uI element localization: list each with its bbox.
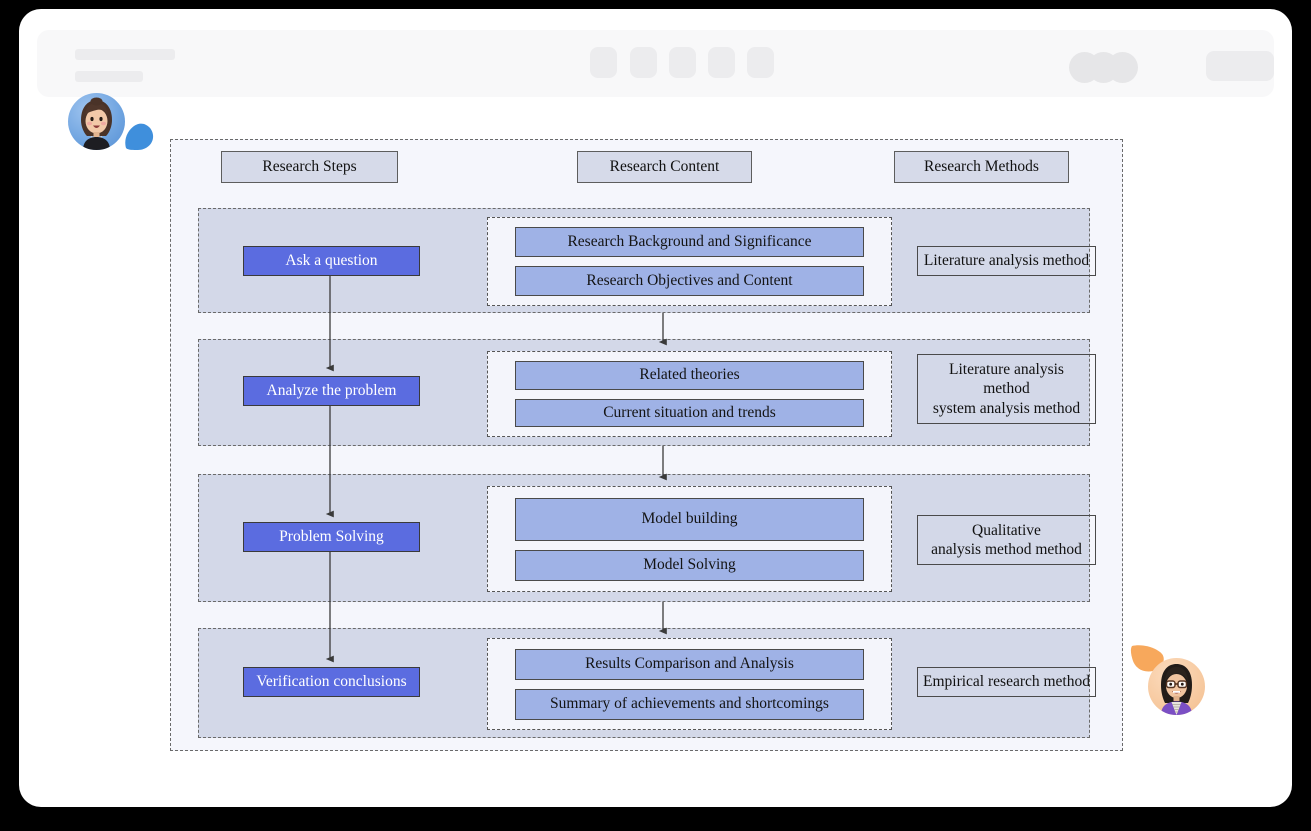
content-box-model-solving[interactable]: Model Solving bbox=[515, 549, 864, 581]
collaborator-cursor-orange bbox=[1130, 645, 1164, 672]
toolbar-tool-button-2[interactable] bbox=[630, 47, 657, 78]
content-group-2: Related theories Current situation and t… bbox=[487, 351, 892, 437]
toolbar-avatar-3[interactable] bbox=[1107, 52, 1138, 83]
method-box-literature-analysis: Literature analysis method bbox=[917, 246, 1096, 276]
method-box-empirical-research: Empirical research method bbox=[917, 667, 1096, 697]
content-group-3: Model building Model Solving bbox=[487, 486, 892, 592]
toolbar-tool-button-5[interactable] bbox=[747, 47, 774, 78]
toolbar-tool-button-1[interactable] bbox=[590, 47, 617, 78]
collaborator-avatar-1[interactable] bbox=[68, 93, 125, 150]
app-window: Research Steps Research Content Research… bbox=[19, 9, 1292, 807]
stage-row-4: Verification conclusions Results Compari… bbox=[198, 628, 1096, 738]
content-box-model-building[interactable]: Model building bbox=[515, 497, 864, 541]
collaborator-cursor-blue bbox=[125, 123, 154, 150]
step-box-verification-conclusions[interactable]: Verification conclusions bbox=[243, 667, 420, 697]
share-button[interactable] bbox=[1206, 51, 1274, 81]
toolbar-tool-button-4[interactable] bbox=[708, 47, 735, 78]
stage-row-2: Analyze the problem Related theories Cur… bbox=[198, 339, 1096, 446]
column-header-research-content: Research Content bbox=[577, 151, 752, 183]
stage-row-1: Ask a question Research Background and S… bbox=[198, 208, 1096, 313]
content-box-results-comparison[interactable]: Results Comparison and Analysis bbox=[515, 648, 864, 680]
step-box-analyze-the-problem[interactable]: Analyze the problem bbox=[243, 376, 420, 406]
column-header-research-methods: Research Methods bbox=[894, 151, 1069, 183]
content-box-summary-achievements[interactable]: Summary of achievements and shortcomings bbox=[515, 688, 864, 720]
method-box-qualitative-analysis: Qualitative analysis method method bbox=[917, 515, 1096, 565]
content-group-4: Results Comparison and Analysis Summary … bbox=[487, 638, 892, 730]
method-box-literature-system-analysis: Literature analysis method system analys… bbox=[917, 354, 1096, 424]
skeleton-title-line-1 bbox=[75, 49, 175, 60]
toolbar-tool-button-3[interactable] bbox=[669, 47, 696, 78]
column-header-research-steps: Research Steps bbox=[221, 151, 398, 183]
stage-row-3: Problem Solving Model building Model Sol… bbox=[198, 474, 1096, 602]
content-box-research-background[interactable]: Research Background and Significance bbox=[515, 227, 864, 257]
step-box-problem-solving[interactable]: Problem Solving bbox=[243, 522, 420, 552]
step-box-ask-a-question[interactable]: Ask a question bbox=[243, 246, 420, 276]
research-framework-diagram: Research Steps Research Content Research… bbox=[170, 139, 1123, 751]
skeleton-toolbar bbox=[37, 30, 1274, 97]
collaborator-avatar-2[interactable] bbox=[1148, 658, 1205, 715]
content-group-1: Research Background and Significance Res… bbox=[487, 217, 892, 306]
skeleton-title-line-2 bbox=[75, 71, 143, 82]
content-box-related-theories[interactable]: Related theories bbox=[515, 361, 864, 390]
content-box-research-objectives[interactable]: Research Objectives and Content bbox=[515, 266, 864, 296]
content-box-current-situation-and-trends[interactable]: Current situation and trends bbox=[515, 398, 864, 427]
